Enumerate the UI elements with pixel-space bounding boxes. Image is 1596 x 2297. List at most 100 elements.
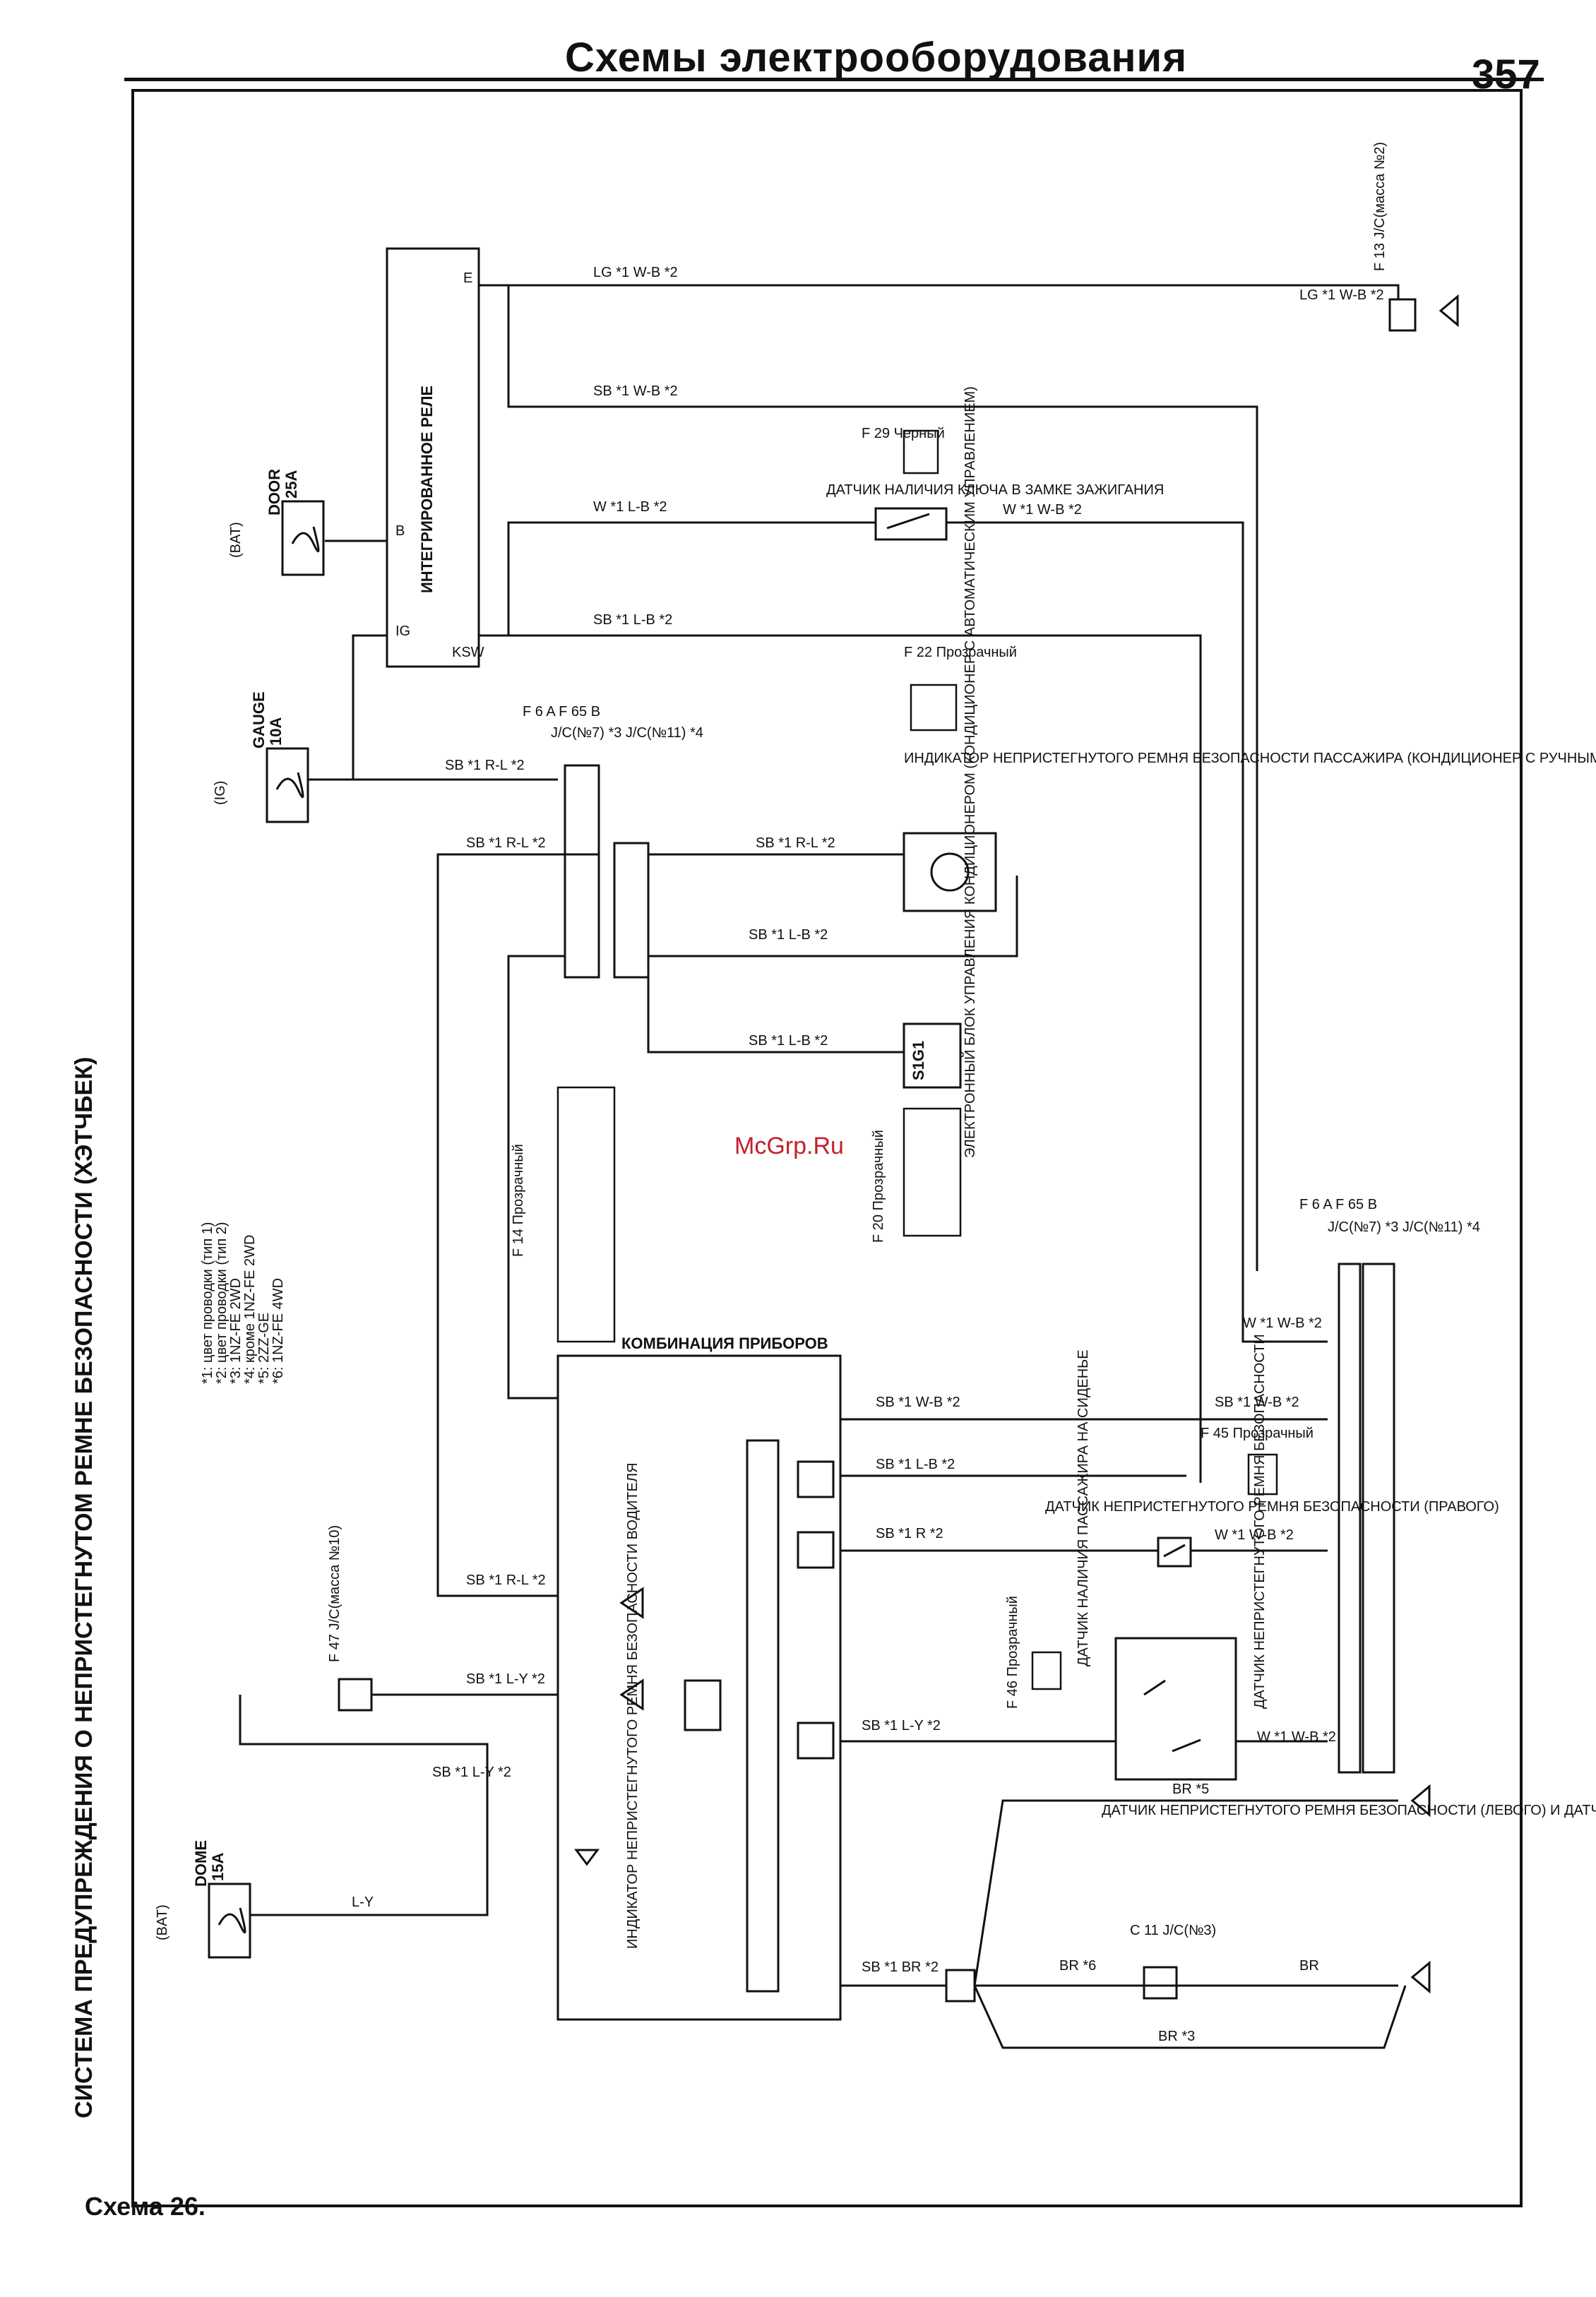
cluster-connector: F 14 Прозрачный	[511, 1086, 616, 1343]
wire-sb-wb-2: SB *1 W-B *2	[876, 1395, 960, 1410]
relay-pin-e: E	[463, 270, 472, 286]
wire-w-wb-2: W *1 W-B *2	[1243, 1315, 1322, 1331]
note-6: *6: 1NZ-FE 4WD	[270, 1278, 286, 1384]
passenger-indicator-ref: F 22 Прозрачный	[904, 645, 1017, 660]
fuse-door-source: (BAT)	[228, 522, 244, 558]
wire-dome	[239, 1695, 489, 1916]
figure-caption: Схема 26.	[85, 2192, 206, 2221]
jc-top-label: F 13 J/C(масса №2)	[1372, 142, 1388, 271]
page-header-title: Схемы электрооборудования	[565, 35, 1188, 80]
jc-mid-block: F 6 A F 65 B J/C(№7) *3 J/C(№11) *4	[523, 704, 703, 979]
wire-ly-label: L-Y	[352, 1895, 374, 1910]
wire-w-wb: W *1 W-B *2	[1003, 502, 1082, 518]
note-2: *2: цвет проводки (тип 2)	[214, 1222, 230, 1384]
wire-sb-ly: SB *1 L-Y *2	[862, 1718, 941, 1734]
jc-f47: F 47 J/C(масса №10)	[327, 1525, 373, 1712]
left-sensor-ref: F 46 Прозрачный	[1005, 1596, 1020, 1709]
watermark: McGrp.Ru	[734, 1133, 844, 1159]
wire-sb-br: SB *1 BR *2	[862, 1959, 939, 1975]
ecu-label: ЭЛЕКТРОННЫЙ БЛОК УПРАВЛЕНИЯ КОНДИЦИОНЕРО…	[961, 386, 978, 1158]
wire-br5-label: BR *5	[1172, 1782, 1209, 1797]
diagram-frame	[131, 89, 1523, 2207]
fuse-gauge-source: (IG)	[213, 781, 228, 805]
jc-right-ref: F 6 A F 65 B	[1299, 1197, 1377, 1212]
wire-sb-r: SB *1 R *2	[876, 1526, 943, 1541]
note-3: *3: 1NZ-FE 2WD	[228, 1278, 244, 1384]
fuse-dome-name: DOME	[192, 1840, 210, 1887]
note-5: *5: 2ZZ-GE	[256, 1313, 272, 1384]
fuse-dome-rating: 15A	[209, 1853, 227, 1881]
notes: *1: цвет проводки (тип 1) *2: цвет прово…	[200, 1222, 286, 1384]
relay-pin-ig: IG	[395, 624, 410, 639]
passenger-indicator: F 22 Прозрачный ИНДИКАТОР НЕПРИСТЕГНУТОГ…	[903, 645, 1596, 912]
fuse-door-name: DOOR	[266, 469, 283, 515]
jc-mid-label: J/C(№7) *3 J/C(№11) *4	[551, 725, 703, 741]
wire-sb-ly-3: SB *1 L-Y *2	[432, 1765, 511, 1780]
cluster-label: КОМБИНАЦИЯ ПРИБОРОВ	[621, 1335, 828, 1352]
wire-br5	[973, 1799, 1398, 1986]
jc-f47-label: F 47 J/C(масса №10)	[327, 1525, 343, 1662]
ac-ecu: S1G1 ЭЛЕКТРОННЫЙ БЛОК УПРАВЛЕНИЯ КОНДИЦИ…	[871, 386, 978, 1243]
wire-passenger-ind-3	[648, 876, 1018, 957]
ecu-pin: S1G1	[910, 1041, 927, 1080]
wire-sb-rl-4: SB *1 R-L *2	[466, 1573, 546, 1588]
fuse-gauge-name: GAUGE	[250, 691, 268, 748]
left-belt-seat-sensor: F 46 Прозрачный ДАТЧИК НАЛИЧИЯ ПАССАЖИРА…	[1005, 1334, 1596, 1818]
wire-sb-rl-3: SB *1 R-L *2	[756, 835, 835, 851]
right-belt-sensor: F 45 Прозрачный ДАТЧИК НЕПРИСТЕГНУТОГО Р…	[1045, 1426, 1499, 1568]
ecu-ref: F 20 Прозрачный	[871, 1130, 886, 1243]
wire-sb-rl-2: SB *1 R-L *2	[466, 835, 546, 851]
jc-mid-ref: F 6 A F 65 B	[523, 704, 600, 720]
wire-br3-label: BR *3	[1158, 2029, 1195, 2044]
belt-sensor-label: ДАТЧИК НЕПРИСТЕГНУТОГО РЕМНЯ БЕЗОПАСНОСТ…	[1252, 1334, 1268, 1709]
jc-top-ground: F 13 J/C(масса №2)	[1372, 142, 1459, 332]
wire-key-sensor-out	[946, 521, 1328, 1343]
relay-pin-b: B	[395, 523, 405, 539]
wire-w-lb: W *1 L-B *2	[593, 499, 667, 515]
jc-c11-ground: C 11 J/C(№3)	[945, 1784, 1431, 2003]
wire-ig	[352, 634, 387, 770]
wire-cluster-6	[507, 955, 565, 1400]
key-sensor-label: ДАТЧИК НАЛИЧИЯ КЛЮЧА В ЗАМКЕ ЗАЖИГАНИЯ	[826, 482, 1164, 498]
wire-w-wb-4: W *1 W-B *2	[1257, 1729, 1336, 1745]
key-sensor: ДАТЧИК НАЛИЧИЯ КЛЮЧА В ЗАМКЕ ЗАЖИГАНИЯ F…	[826, 426, 1164, 541]
left-sensor-label: ДАТЧИК НЕПРИСТЕГНУТОГО РЕМНЯ БЕЗОПАСНОСТ…	[1102, 1803, 1596, 1818]
wire-gauge-relay	[308, 770, 355, 781]
wire-ksw	[508, 634, 1202, 1483]
wire-lg-wb-2: LG *1 W-B *2	[1299, 287, 1384, 303]
fuse-door-rating: 25A	[282, 470, 300, 499]
wire-sb-wb-3: SB *1 W-B *2	[1215, 1395, 1299, 1410]
wire-sb-wb: SB *1 W-B *2	[593, 383, 678, 399]
wire-sb-lb: SB *1 L-B *2	[593, 612, 672, 628]
wire-br6-label: BR *6	[1059, 1958, 1096, 1974]
driver-indicator-label: ИНДИКАТОР НЕПРИСТЕГНУТОГО РЕМНЯ БЕЗОПАСН…	[625, 1462, 641, 1949]
wire-sb-rl: SB *1 R-L *2	[445, 758, 525, 773]
header-rule	[124, 78, 1544, 81]
fuse-gauge-rating: 10A	[267, 717, 285, 746]
wire-e-ground	[479, 284, 1400, 318]
wire-sb-lb-2: SB *1 L-B *2	[749, 927, 828, 943]
relay-label: ИНТЕГРИРОВАННОЕ РЕЛЕ	[418, 386, 436, 593]
fuse-dome-source: (BAT)	[155, 1904, 170, 1940]
wire-key-sensor-in	[479, 521, 876, 637]
instrument-cluster: КОМБИНАЦИЯ ПРИБОРОВ ИНДИКАТОР НЕПРИСТЕГН…	[556, 1335, 842, 2021]
jc-right-block: F 6 A F 65 B J/C(№7) *3 J/C(№11) *4	[1299, 1197, 1480, 1774]
wire-sb-lb-3: SB *1 L-B *2	[749, 1033, 828, 1049]
fuse-door: DOOR 25A (BAT)	[228, 469, 325, 576]
fuse-gauge: GAUGE 10A (IG)	[213, 691, 309, 823]
fuse-dome: DOME 15A (BAT)	[155, 1840, 251, 1959]
right-sensor-label: ДАТЧИК НЕПРИСТЕГНУТОГО РЕМНЯ БЕЗОПАСНОСТ…	[1045, 1499, 1499, 1515]
wire-jc-cluster-4	[436, 853, 599, 1597]
cluster-connector-ref: F 14 Прозрачный	[511, 1144, 526, 1257]
wire-sb-ly-2: SB *1 L-Y *2	[466, 1671, 545, 1687]
relay-pin-ksw: KSW	[452, 645, 484, 660]
passenger-indicator-label: ИНДИКАТОР НЕПРИСТЕГНУТОГО РЕМНЯ БЕЗОПАСН…	[904, 751, 1596, 766]
key-sensor-ref: F 29 Черный	[862, 426, 945, 441]
wire-ecu	[647, 956, 904, 1054]
wire-w-wb-3: W *1 W-B *2	[1215, 1527, 1294, 1543]
jc-c11-label: C 11 J/C(№3)	[1130, 1923, 1216, 1938]
jc-right-label: J/C(№7) *3 J/C(№11) *4	[1328, 1219, 1480, 1235]
wire-e-bus	[507, 285, 1258, 1271]
integrated-relay: ИНТЕГРИРОВАННОЕ РЕЛЕ E B IG KSW	[386, 247, 484, 668]
